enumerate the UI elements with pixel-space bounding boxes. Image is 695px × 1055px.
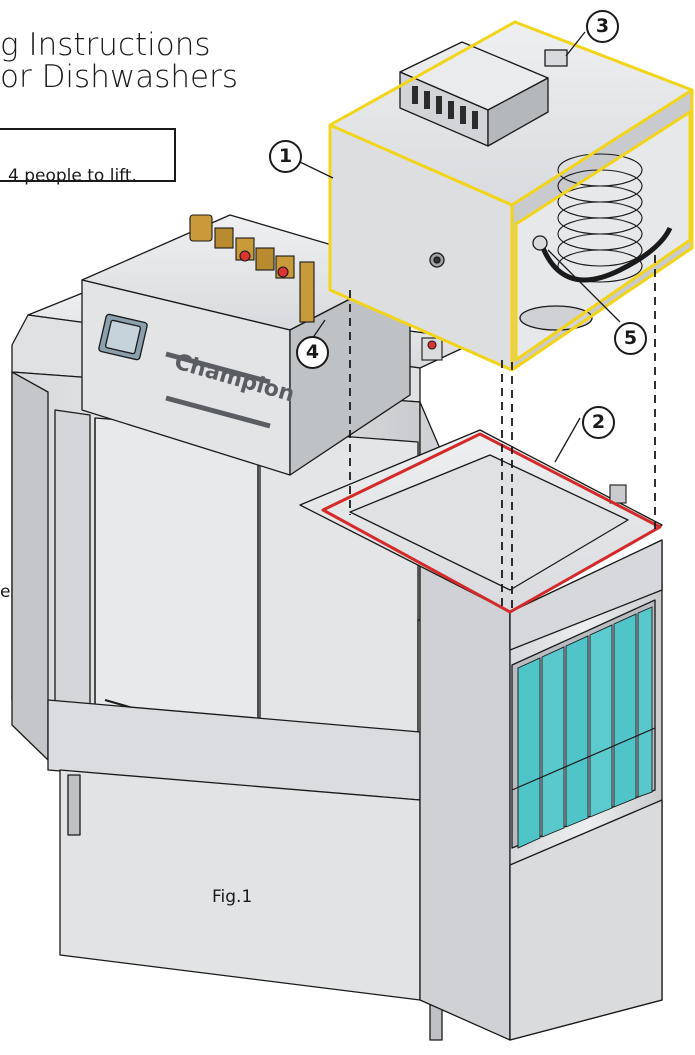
callout-3: 3 <box>586 10 619 43</box>
callout-1: 1 <box>269 140 302 173</box>
teal-curtains <box>511 606 656 849</box>
cropped-side-text: e <box>0 582 11 602</box>
figure-label: Fig.1 <box>212 887 253 907</box>
callout-4: 4 <box>296 336 329 369</box>
callout-5: 5 <box>614 322 647 355</box>
warning-note-text: 4 people to lift. <box>8 166 137 186</box>
warning-note-box <box>0 128 176 182</box>
heater-highlight <box>328 20 694 372</box>
plumbing-valves <box>189 214 627 504</box>
alignment-lines <box>349 255 656 612</box>
tank-opening-highlight <box>321 432 662 614</box>
title-line-2: or Dishwashers <box>0 59 238 95</box>
control-box <box>81 214 411 476</box>
title-line-1: g Instructions <box>0 27 211 63</box>
callout-2: 2 <box>582 406 615 439</box>
